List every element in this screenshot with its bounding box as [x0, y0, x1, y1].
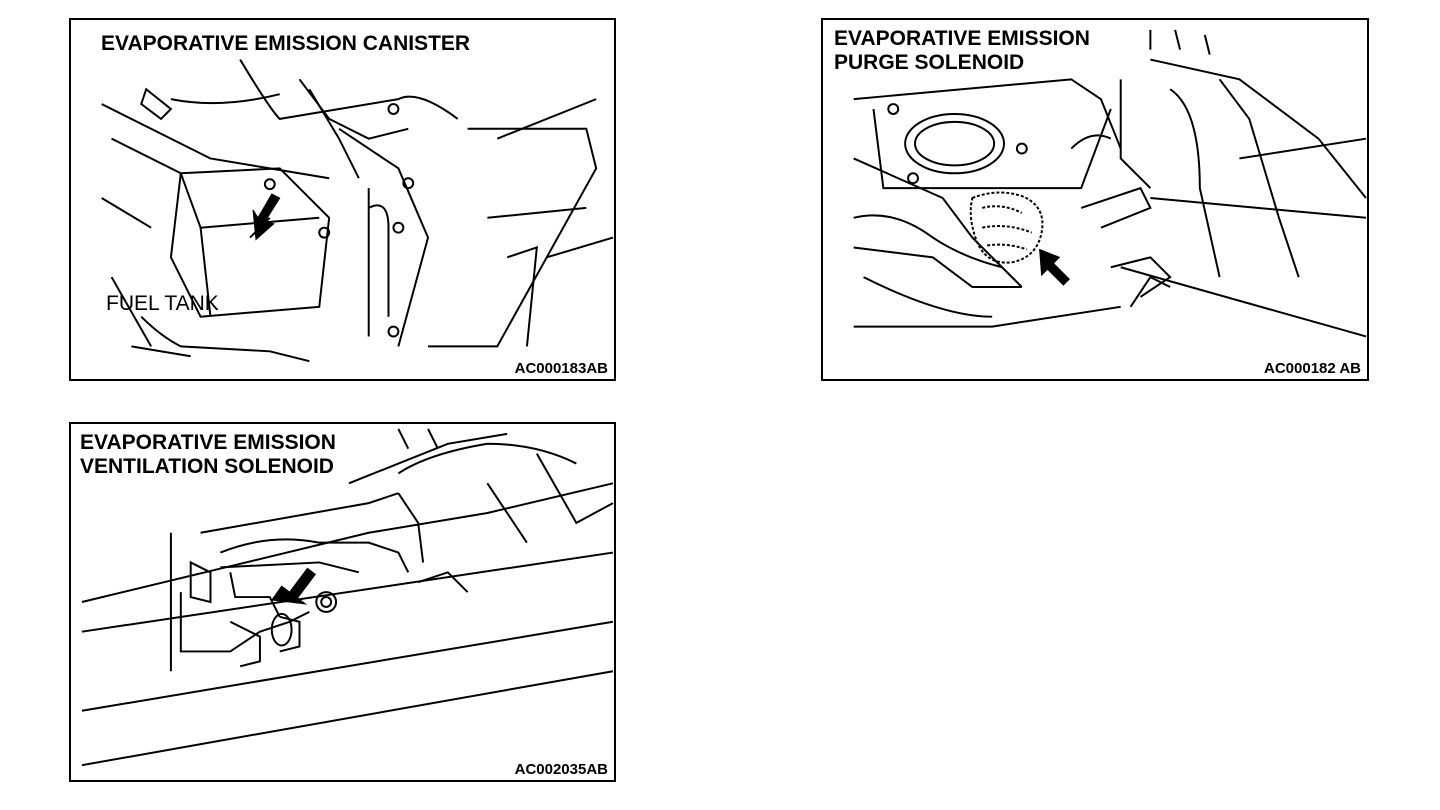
pointer-arrow-icon: [252, 193, 281, 241]
figure-purge-solenoid: EVAPORATIVE EMISSION PURGE SOLENOID AC00…: [821, 18, 1369, 381]
figure-title-line: VENTILATION SOLENOID: [78, 455, 336, 479]
figure-code: AC000182 AB: [1262, 360, 1363, 377]
figure-title-line: PURGE SOLENOID: [832, 51, 1027, 75]
ventilation-solenoid-illustration: [81, 428, 614, 767]
figure-ventilation-solenoid: EVAPORATIVE EMISSION VENTILATION SOLENOI…: [69, 422, 616, 782]
fuel-tank-label: FUEL TANK: [106, 292, 219, 315]
figure-code: AC000183AB: [512, 360, 610, 377]
figure-title-line: EVAPORATIVE EMISSION: [78, 431, 338, 455]
figure-title-line: EVAPORATIVE EMISSION: [832, 27, 1092, 51]
pointer-arrow-icon: [1039, 248, 1070, 286]
figure-code: AC002035AB: [512, 761, 610, 778]
figure-canister: EVAPORATIVE EMISSION CANISTER FUEL TANK …: [69, 18, 616, 381]
purge-solenoid-illustration: [853, 29, 1367, 338]
figure-title-line: EVAPORATIVE EMISSION CANISTER: [99, 32, 473, 56]
canister-illustration: [101, 59, 614, 363]
pointer-arrow-icon: [270, 567, 316, 605]
